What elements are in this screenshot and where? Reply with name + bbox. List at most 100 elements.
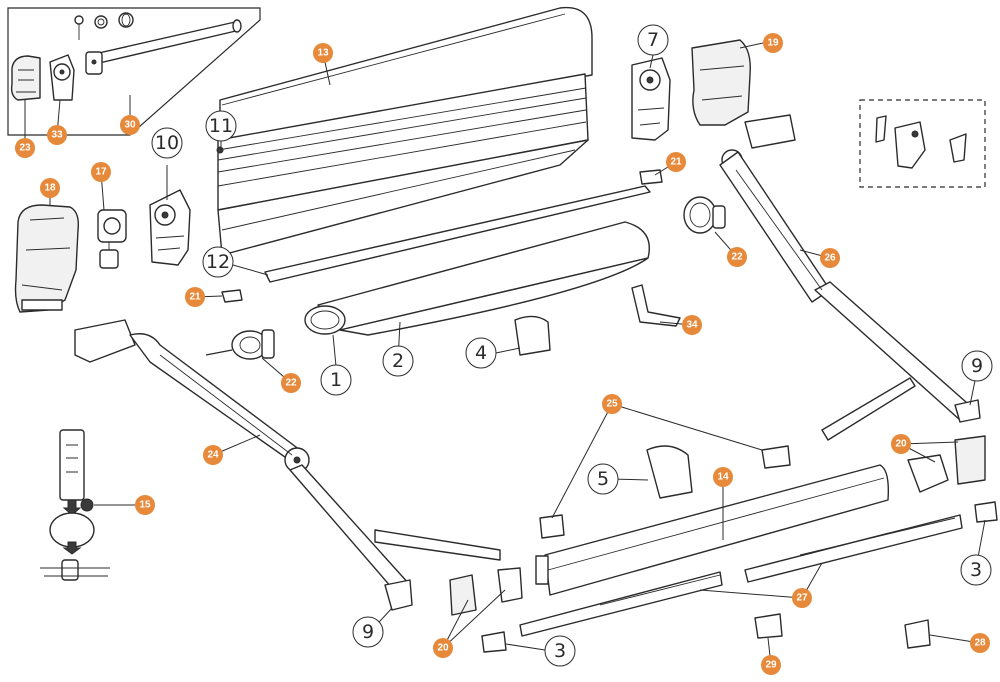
svg-text:20: 20 — [437, 643, 449, 654]
svg-text:1: 1 — [330, 369, 342, 391]
callout-2: 2 — [382, 345, 414, 377]
svg-text:4: 4 — [475, 342, 487, 364]
callout-22-left: 22 — [281, 373, 301, 393]
svg-text:9: 9 — [362, 621, 374, 643]
callout-15: 15 — [135, 495, 155, 515]
svg-text:34: 34 — [686, 320, 698, 331]
callout-1: 1 — [320, 364, 352, 396]
fabric-roll-part — [304, 221, 650, 336]
svg-text:29: 29 — [765, 660, 777, 671]
svg-text:26: 26 — [824, 253, 836, 264]
flat-strip-part — [264, 185, 651, 283]
lower-rail-part — [519, 514, 963, 637]
end-cap-part-20-right — [907, 435, 986, 493]
callout-33: 33 — [47, 125, 67, 145]
callout-9-bottom: 9 — [352, 616, 384, 648]
callout-13: 13 — [313, 43, 333, 63]
callout-7: 7 — [637, 24, 669, 56]
callout-11: 11 — [205, 110, 237, 142]
end-housing-part — [691, 39, 751, 126]
svg-text:17: 17 — [95, 167, 107, 178]
callout-20-left: 20 — [433, 638, 453, 658]
svg-text:14: 14 — [717, 472, 729, 483]
right-arm-part — [719, 114, 981, 441]
hardware-parts — [875, 115, 967, 169]
callout-26: 26 — [820, 248, 840, 268]
callout-14: 14 — [713, 467, 733, 487]
svg-text:9: 9 — [971, 355, 983, 377]
clip-part-right — [639, 169, 663, 185]
clip-part-28 — [904, 619, 931, 649]
svg-text:7: 7 — [647, 29, 659, 51]
svg-text:28: 28 — [974, 638, 986, 649]
callout-21-right: 21 — [666, 152, 686, 172]
svg-text:22: 22 — [285, 378, 297, 389]
roller-tube-part — [85, 19, 242, 75]
motor-part — [97, 209, 127, 269]
slider-part-3-left — [481, 631, 507, 653]
remote-lock-part — [40, 429, 110, 581]
callout-9-right: 9 — [961, 350, 993, 382]
callout-28: 28 — [970, 633, 990, 653]
gearbox-part — [149, 189, 191, 266]
callout-24: 24 — [203, 445, 223, 465]
svg-text:21: 21 — [670, 157, 682, 168]
callout-22-right: 22 — [727, 247, 747, 267]
gear-bracket-part — [49, 54, 75, 101]
screw-nut-ring-parts — [74, 12, 134, 40]
svg-text:30: 30 — [124, 120, 136, 131]
callout-29: 29 — [761, 655, 781, 675]
slider-part-3-right — [974, 501, 998, 523]
svg-text:2: 2 — [392, 350, 404, 372]
adapter-part-left — [205, 329, 275, 360]
end-cap-part-20-left — [449, 567, 523, 616]
front-bar-part — [535, 464, 890, 596]
callout-20-right: 20 — [891, 434, 911, 454]
callout-27: 27 — [792, 588, 812, 608]
callout-3-right: 3 — [960, 554, 992, 586]
callout-12: 12 — [202, 246, 234, 278]
svg-text:12: 12 — [206, 251, 230, 273]
svg-text:24: 24 — [207, 450, 219, 461]
svg-text:10: 10 — [155, 132, 179, 154]
callout-17: 17 — [91, 162, 111, 182]
end-cap-part-5 — [646, 445, 693, 499]
kit-box-outline — [7, 7, 261, 136]
callout-30: 30 — [120, 115, 140, 135]
clip-part-29 — [754, 613, 783, 639]
svg-text:13: 13 — [317, 48, 329, 59]
callout-5: 5 — [587, 463, 619, 495]
callout-21-left: 21 — [185, 287, 205, 307]
svg-text:19: 19 — [767, 38, 779, 49]
callout-25: 25 — [602, 394, 622, 414]
svg-text:22: 22 — [731, 252, 743, 263]
gearbox-part-right — [631, 57, 671, 141]
callout-3-bottom: 3 — [544, 635, 576, 667]
bracket-part-25-bottom — [539, 514, 565, 539]
bracket-part-25-top — [761, 445, 791, 469]
bracket-part-34 — [631, 284, 681, 327]
svg-text:15: 15 — [139, 500, 151, 511]
callout-18: 18 — [40, 178, 60, 198]
hardware-box-outline — [859, 99, 986, 188]
callout-19: 19 — [763, 33, 783, 53]
svg-text:21: 21 — [189, 292, 201, 303]
front-cover-profile-part — [216, 6, 593, 256]
svg-text:5: 5 — [597, 468, 609, 490]
svg-text:23: 23 — [19, 143, 31, 154]
adapter-part-right — [683, 196, 726, 234]
callout-10: 10 — [151, 127, 183, 159]
svg-text:3: 3 — [554, 640, 566, 662]
svg-text:25: 25 — [606, 399, 618, 410]
callout-23: 23 — [15, 138, 35, 158]
svg-text:11: 11 — [209, 115, 233, 137]
end-cap-part — [10, 55, 41, 101]
callout-34: 34 — [682, 315, 702, 335]
svg-text:18: 18 — [44, 183, 56, 194]
clip-part-left — [221, 289, 243, 303]
callout-4: 4 — [465, 337, 497, 369]
left-arm-part — [74, 319, 501, 611]
housing-cover-part — [14, 204, 80, 313]
svg-text:27: 27 — [796, 593, 808, 604]
